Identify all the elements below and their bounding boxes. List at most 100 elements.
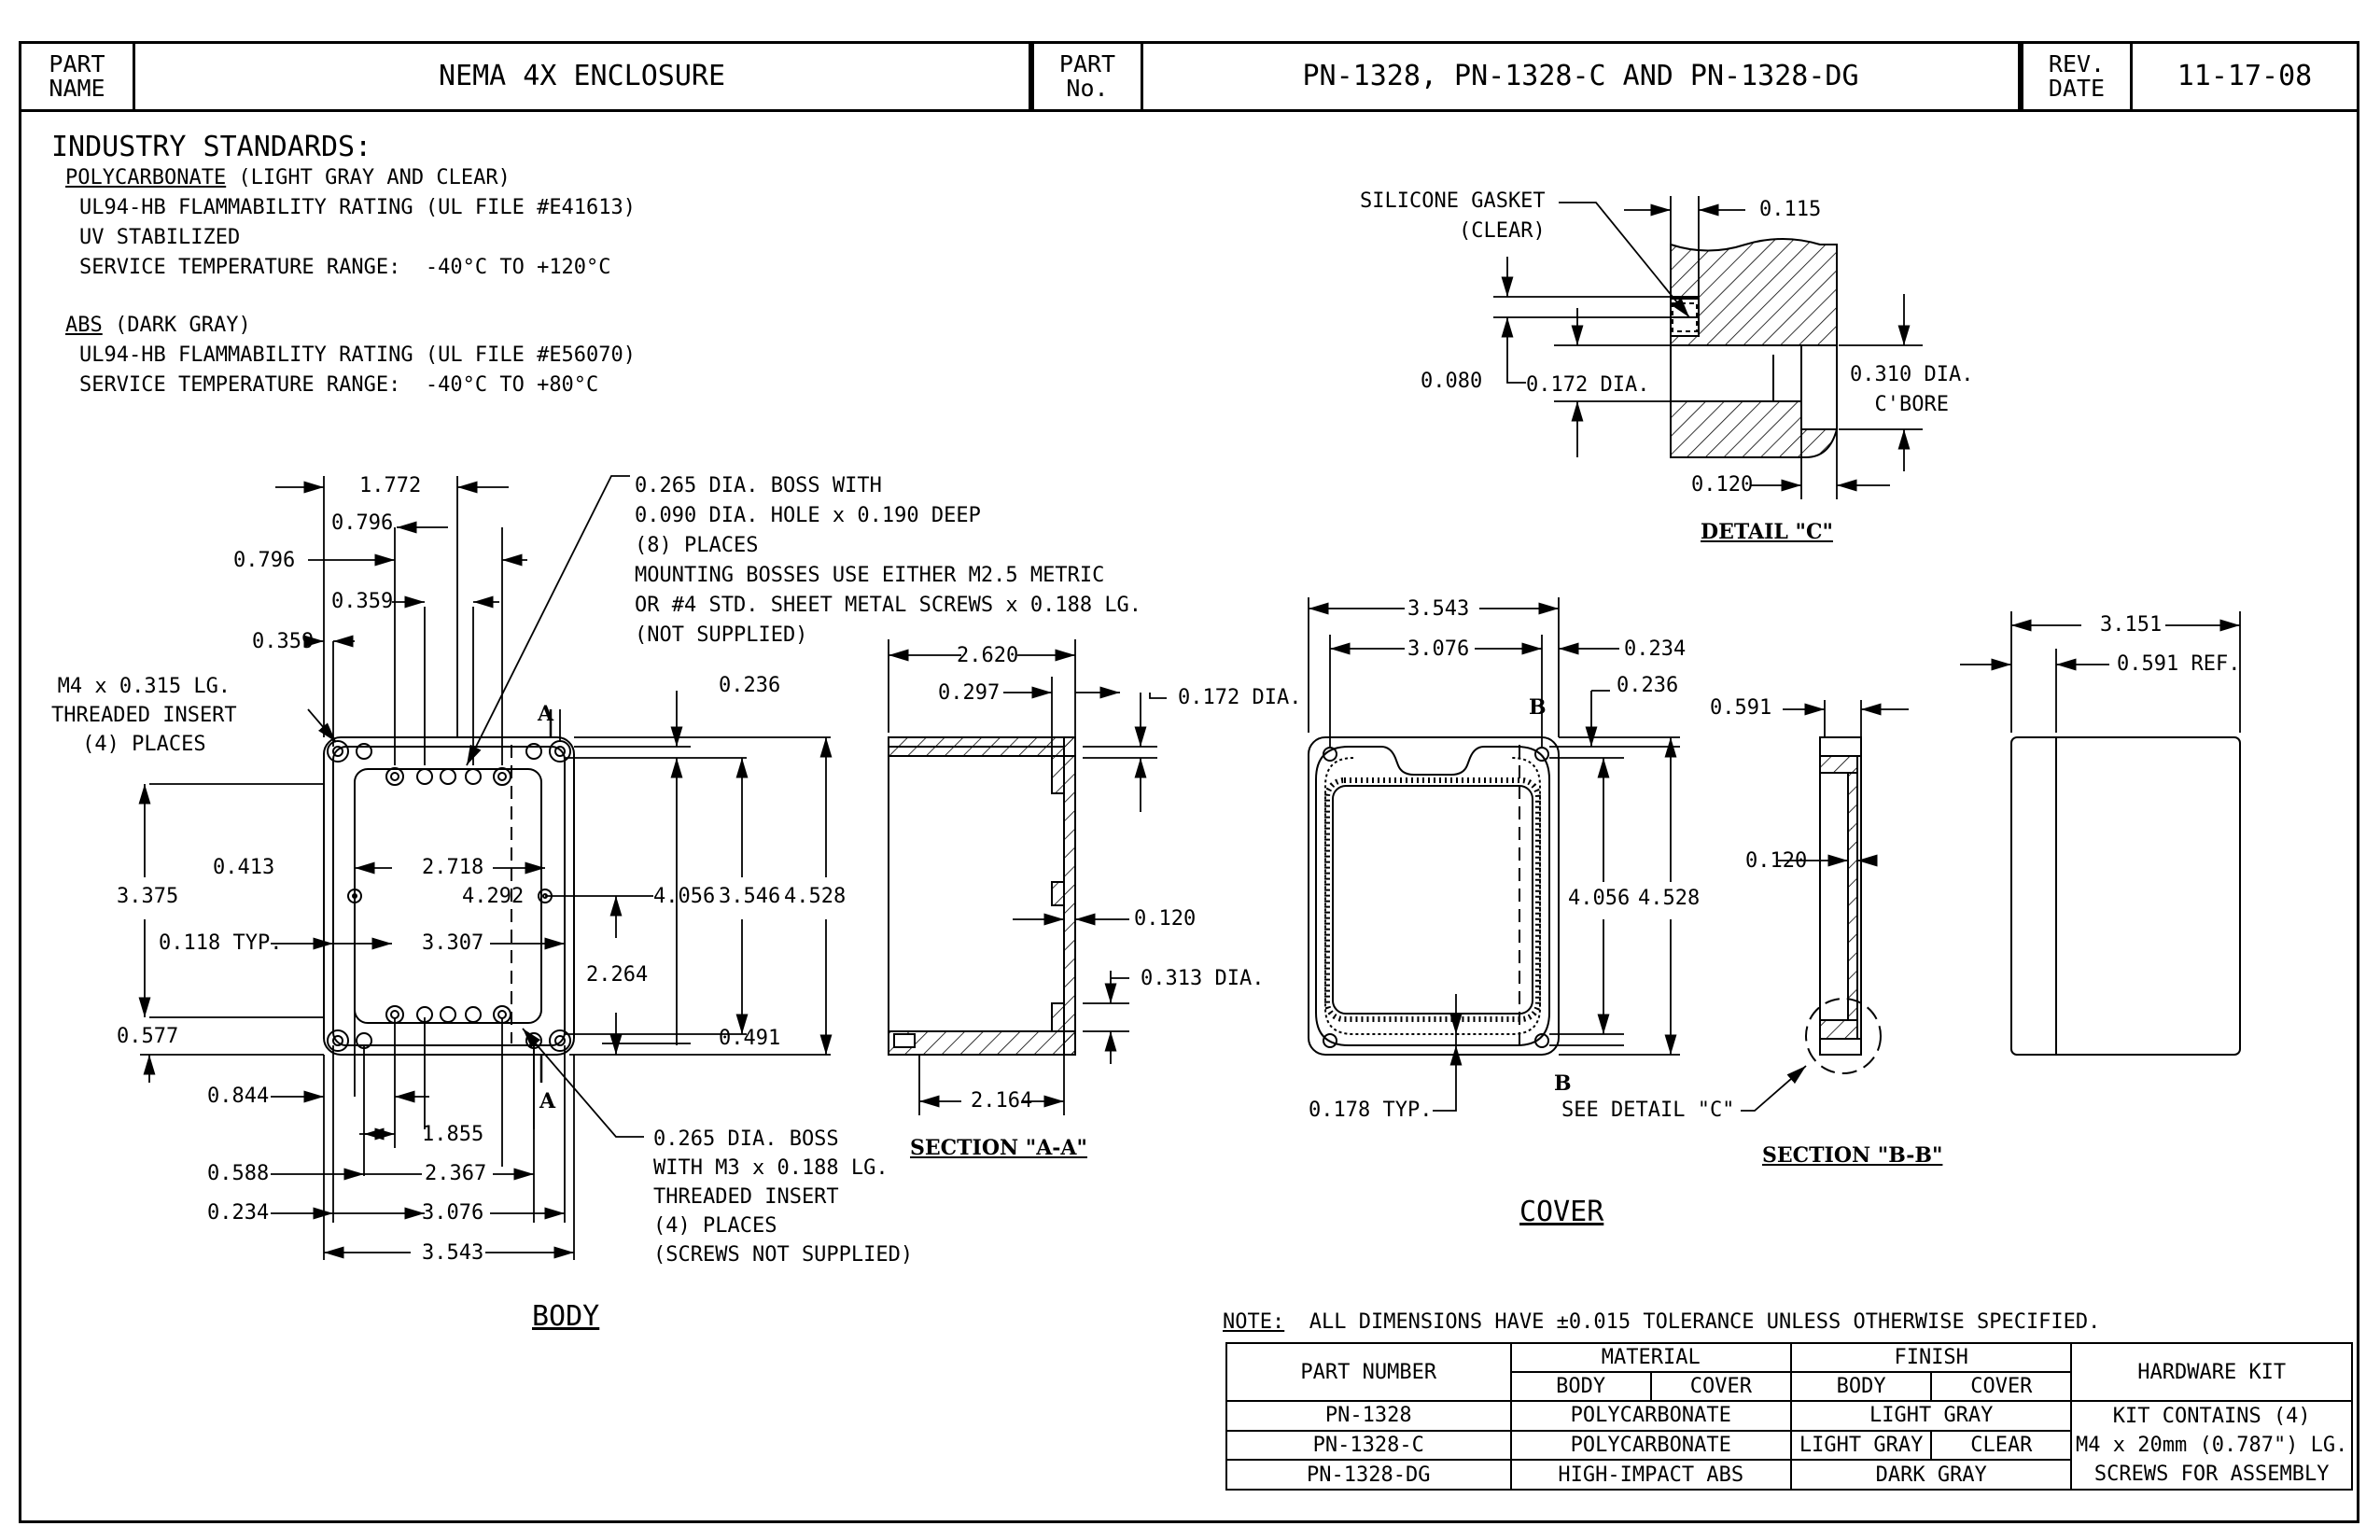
bom-row: PN-1328-DG HIGH-IMPACT ABS DARK GRAY [1225, 1459, 2352, 1491]
rev-date-label: REV. DATE [2021, 44, 2133, 109]
abs-line: ABS (DARK GRAY) [65, 314, 251, 338]
cover-dims [1308, 597, 1680, 1112]
section-bb-label: SECTION "B-B" [1762, 1143, 1943, 1168]
dc-dim-0172: 0.172 DIA. [1526, 373, 1650, 397]
dim-0359a: 0.359 [331, 590, 394, 613]
note-label: NOTE: [1223, 1310, 1285, 1334]
cv-dim-0236: 0.236 [1617, 674, 1679, 697]
kit-line-2: M4 x 20mm (0.787") LG. [2076, 1434, 2348, 1457]
bom-r1-part: PN-1328 [1225, 1400, 1512, 1432]
dim-2264: 2.264 [586, 963, 649, 987]
bom-h-finish: FINISH [1789, 1342, 2073, 1373]
section-bb-outline [1805, 736, 1882, 1074]
standards-heading: INDUSTRY STANDARDS: [51, 131, 372, 163]
dim-3307: 3.307 [422, 931, 484, 955]
dim-0796a: 0.796 [331, 511, 394, 535]
dim-1855: 1.855 [422, 1123, 484, 1146]
section-b-bottom: B [1554, 1071, 1572, 1096]
gasket-label: SILICONE GASKET (CLEAR) [1360, 189, 1546, 243]
poly-line-3: SERVICE TEMPERATURE RANGE: -40°C TO +120… [79, 256, 611, 279]
bom-r3-fin: DARK GRAY [1789, 1459, 2073, 1491]
sb-dim-0120: 0.120 [1745, 849, 1808, 873]
bom-kit-cell: KIT CONTAINS (4) M4 x 20mm (0.787") LG. … [2070, 1400, 2353, 1491]
bom-h-fin-body: BODY [1789, 1371, 1933, 1402]
bom-h-mat-cover: COVER [1649, 1371, 1792, 1402]
sa-dim-0120: 0.120 [1134, 907, 1197, 931]
dim-0413: 0.413 [213, 856, 275, 879]
cover-outline [1308, 736, 1560, 1056]
dim-3543: 3.543 [422, 1241, 484, 1265]
dc-dim-0120: 0.120 [1691, 473, 1754, 497]
bom-table: PART NUMBER MATERIAL FINISH HARDWARE KIT… [1225, 1342, 2353, 1491]
drawing-sheet: PART NAME NEMA 4X ENCLOSURE PART No. PN-… [19, 41, 2359, 1523]
abs-line-1: UL94-HB FLAMMABILITY RATING (UL FILE #E5… [79, 343, 637, 367]
kit-line-1: KIT CONTAINS (4) [2112, 1405, 2311, 1428]
dim-0234: 0.234 [207, 1201, 270, 1225]
poly-line-2: UV STABILIZED [79, 226, 241, 249]
insert-note: M4 x 0.315 LG. THREADED INSERT (4) PLACE… [51, 675, 237, 756]
bom-r2-mat: POLYCARBONATE [1509, 1429, 1792, 1462]
section-aa-dims [888, 639, 1167, 1115]
cv-dim-3543: 3.543 [1407, 597, 1470, 621]
sa-dim-0172: 0.172 DIA. [1178, 686, 1302, 709]
cv-dim-4528: 4.528 [1638, 887, 1701, 910]
rev-date: 11-17-08 [2177, 60, 2313, 92]
dim-3375: 3.375 [117, 885, 179, 908]
sv-dim-3151: 3.151 [2100, 613, 2163, 637]
dim-0577: 0.577 [117, 1025, 179, 1048]
dc-dim-0310: 0.310 DIA. C'BORE [1850, 363, 1974, 416]
dim-1772: 1.772 [359, 474, 422, 497]
part-no-label: PART No. [1031, 44, 1143, 109]
dim-0491: 0.491 [719, 1027, 781, 1050]
bom-r3-part: PN-1328-DG [1225, 1459, 1512, 1491]
see-detail-c: SEE DETAIL "C" [1561, 1099, 1735, 1122]
title-block: PART NAME NEMA 4X ENCLOSURE PART No. PN-… [21, 44, 2357, 112]
dim-0236: 0.236 [719, 674, 781, 697]
sa-dim-0297: 0.297 [938, 681, 1001, 705]
bom-r2-part: PN-1328-C [1225, 1429, 1512, 1462]
section-aa-outline [888, 736, 1076, 1056]
sb-dim-0591: 0.591 [1710, 696, 1772, 720]
detail-c-label: DETAIL "C" [1701, 520, 1833, 544]
part-name-label: PART NAME [21, 44, 135, 109]
dim-0359b: 0.359 [252, 630, 315, 653]
section-aa-label: SECTION "A-A" [910, 1136, 1087, 1160]
abs-title: ABS [65, 314, 103, 337]
bom-r3-mat: HIGH-IMPACT ABS [1509, 1459, 1792, 1491]
polycarbonate-title: POLYCARBONATE [65, 166, 227, 189]
dim-0844: 0.844 [207, 1085, 270, 1108]
dim-3076: 3.076 [422, 1201, 484, 1225]
dim-2367: 2.367 [425, 1162, 487, 1185]
dim-2718: 2.718 [422, 856, 484, 879]
bom-h-material: MATERIAL [1509, 1342, 1792, 1373]
dim-4528: 4.528 [784, 885, 847, 908]
section-a-top: A [538, 702, 554, 726]
side-view-dims [1960, 611, 2241, 733]
dim-0796b: 0.796 [233, 549, 296, 572]
section-bb-dims [1741, 700, 1909, 1112]
detail-c-dims [1493, 196, 1923, 499]
dim-0588: 0.588 [207, 1162, 270, 1185]
abs-note: (DARK GRAY) [102, 314, 251, 337]
dim-4292: 4.292 [462, 885, 525, 908]
cover-label: COVER [1519, 1196, 1604, 1228]
body-label: BODY [532, 1300, 600, 1333]
bom-r1-fin: LIGHT GRAY [1789, 1400, 2073, 1432]
bom-r2-fin-body: LIGHT GRAY [1789, 1429, 1933, 1462]
sa-dim-0313: 0.313 DIA. [1141, 967, 1265, 990]
boss2-note: 0.265 DIA. BOSS WITH M3 x 0.188 LG. THRE… [653, 1127, 914, 1267]
dc-dim-0080: 0.080 [1421, 370, 1483, 393]
abs-line-2: SERVICE TEMPERATURE RANGE: -40°C TO +80°… [79, 373, 599, 397]
sa-dim-2164: 2.164 [971, 1089, 1033, 1113]
dim-3546: 3.546 [719, 885, 781, 908]
cv-dim-0178: 0.178 TYP. [1309, 1099, 1433, 1122]
sv-dim-0591ref: 0.591 REF. [2117, 652, 2241, 676]
dim-4056: 4.056 [653, 885, 716, 908]
polycarbonate-note: (LIGHT GRAY AND CLEAR) [226, 166, 511, 189]
bom-h-kit: HARDWARE KIT [2070, 1342, 2353, 1402]
part-no: PN-1328, PN-1328-C AND PN-1328-DG [1143, 44, 2021, 109]
bom-h-mat-body: BODY [1509, 1371, 1652, 1402]
body-dimension-lines [138, 476, 833, 1260]
cv-dim-4056: 4.056 [1568, 887, 1631, 910]
dc-dim-0115: 0.115 [1759, 198, 1822, 221]
